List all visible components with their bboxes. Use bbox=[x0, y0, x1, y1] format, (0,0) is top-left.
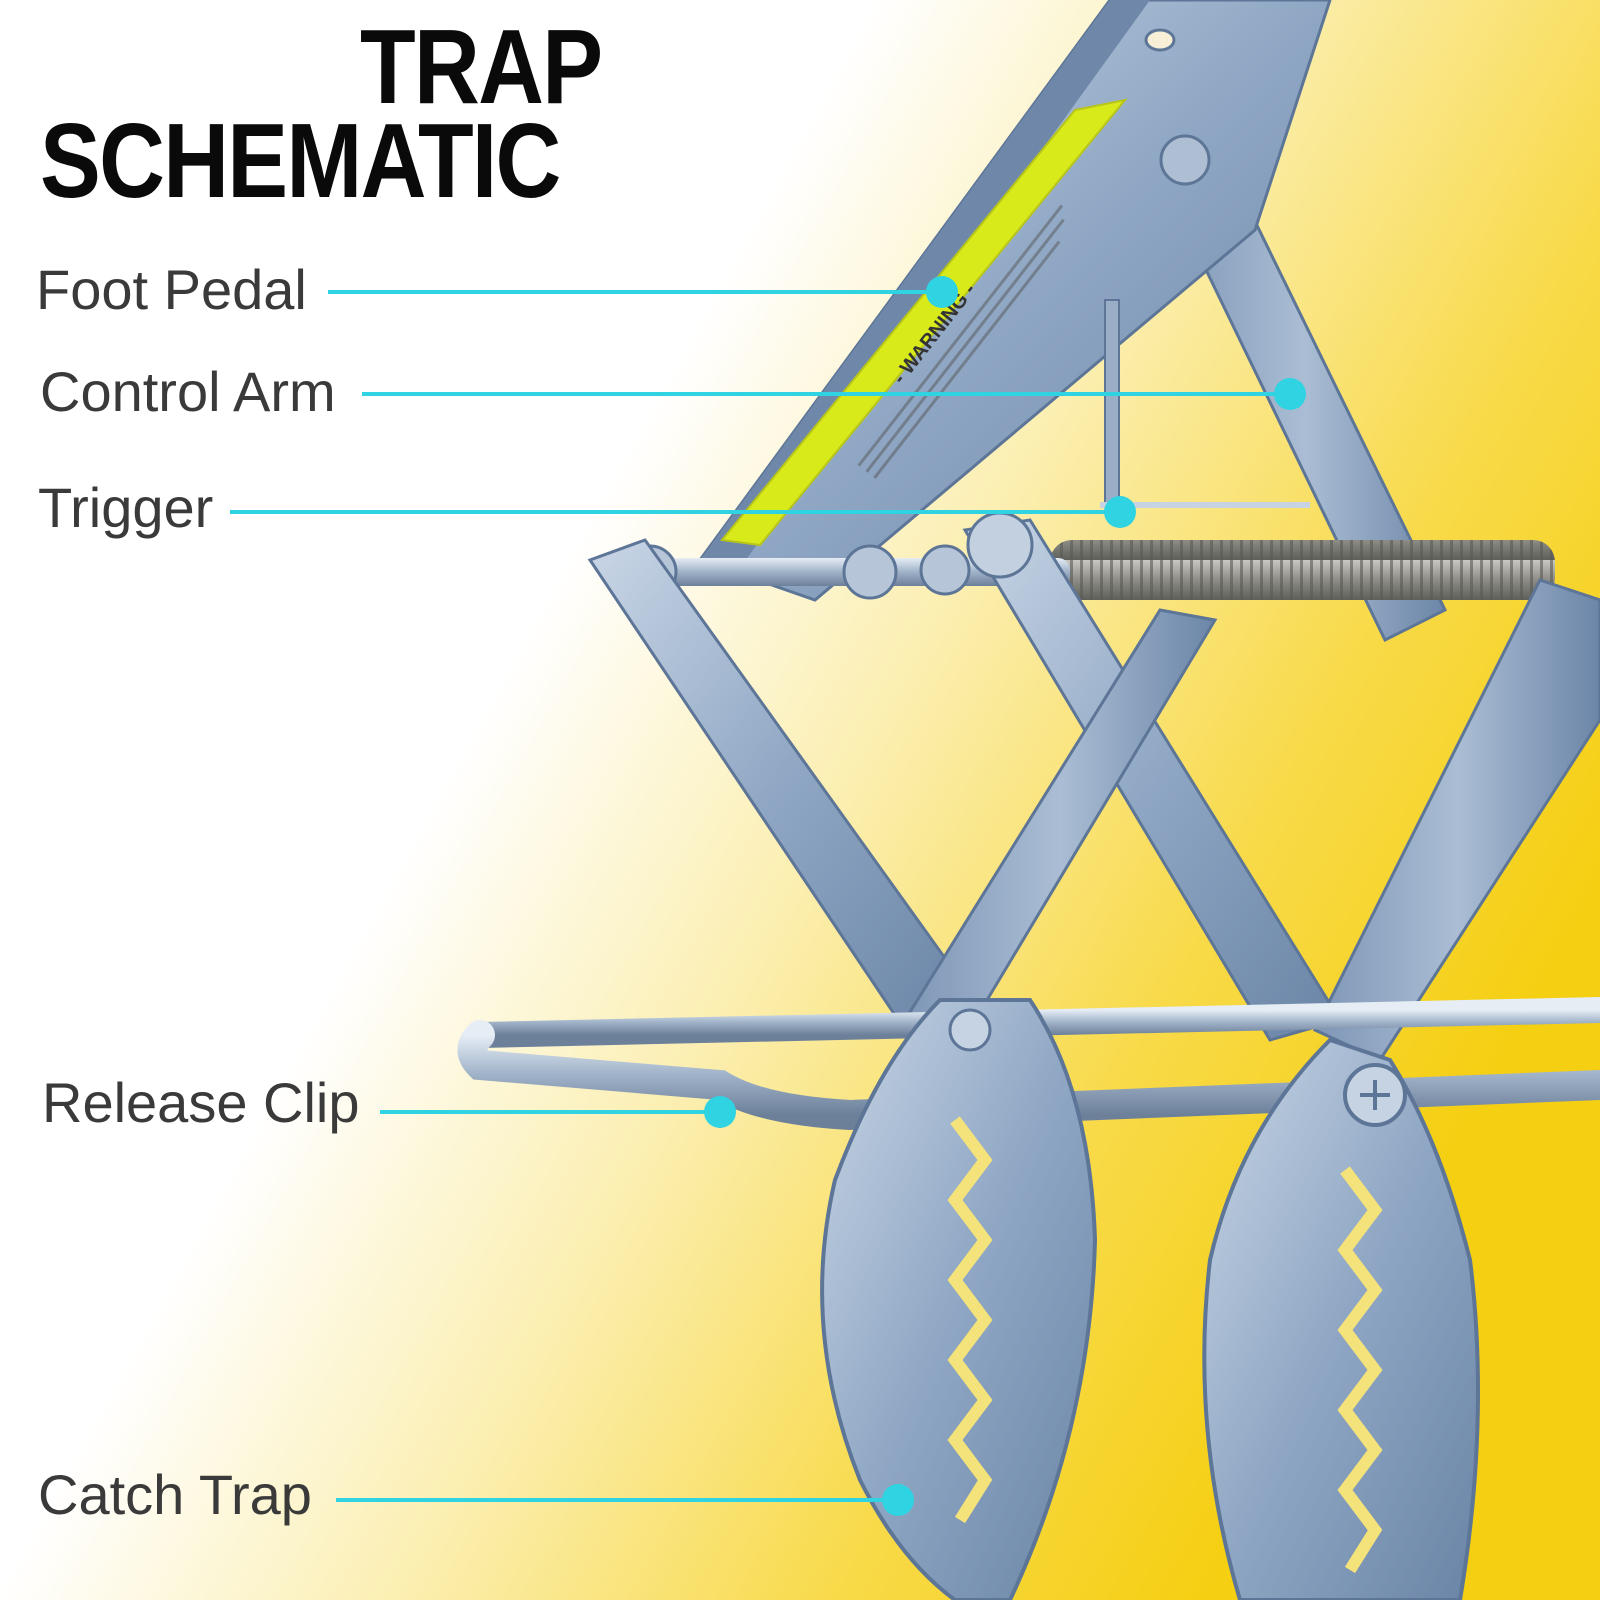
label-control-arm: Control Arm bbox=[40, 364, 336, 420]
pedal-hole bbox=[1146, 30, 1174, 50]
label-release-clip: Release Clip bbox=[42, 1075, 360, 1131]
trigger-rod bbox=[1105, 300, 1119, 505]
axle-washer-3 bbox=[921, 546, 969, 594]
spring-coil bbox=[1050, 540, 1555, 600]
dot-catch-trap bbox=[882, 1484, 914, 1516]
label-trigger: Trigger bbox=[38, 480, 213, 536]
dot-foot-pedal bbox=[926, 276, 958, 308]
title-line-2: SCHEMATIC bbox=[40, 108, 560, 214]
dot-control-arm bbox=[1274, 378, 1306, 410]
label-catch-trap: Catch Trap bbox=[38, 1467, 312, 1523]
arm-pivot-top bbox=[968, 513, 1032, 577]
dot-release-clip bbox=[704, 1096, 736, 1128]
axle-washer-2 bbox=[844, 546, 896, 598]
dot-trigger bbox=[1104, 496, 1136, 528]
left-jaw-bolt bbox=[950, 1010, 990, 1050]
pedal-rivet bbox=[1161, 136, 1209, 184]
label-foot-pedal: Foot Pedal bbox=[36, 262, 307, 318]
